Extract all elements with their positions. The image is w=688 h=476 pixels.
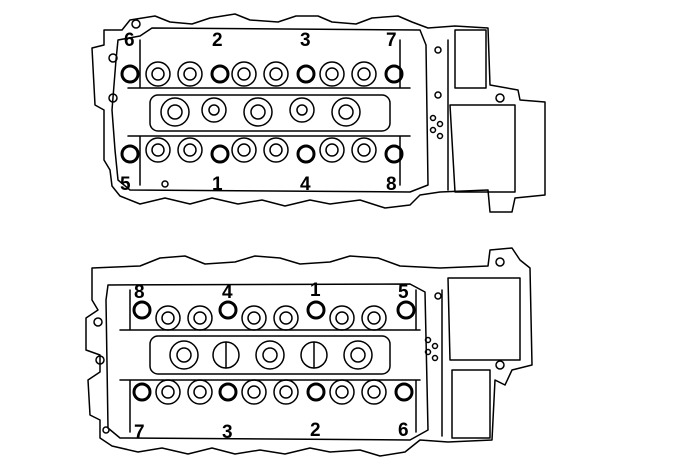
upper-head-valves-bottom <box>145 137 377 163</box>
upper-label-top-4: 7 <box>386 30 397 51</box>
lower-label-bottom-4: 6 <box>398 420 409 441</box>
upper-label-top-3: 3 <box>300 30 311 51</box>
upper-head-journals <box>149 94 391 132</box>
upper-head-outline <box>91 13 546 213</box>
lower-head-valves-bottom <box>155 379 387 405</box>
upper-label-top-1: 6 <box>124 30 135 51</box>
lower-head-housing <box>441 277 521 439</box>
lower-label-top-2: 4 <box>222 282 233 303</box>
lower-cylinder-head: 8 4 1 5 7 3 2 6 <box>85 247 533 457</box>
lower-head-bolts <box>132 300 416 402</box>
lower-label-bottom-2: 3 <box>222 422 233 443</box>
upper-label-bottom-4: 8 <box>386 174 397 195</box>
upper-label-bottom-1: 5 <box>120 174 131 195</box>
upper-label-bottom-3: 4 <box>300 174 311 195</box>
lower-label-bottom-1: 7 <box>134 422 145 443</box>
lower-label-top-3: 1 <box>310 280 321 301</box>
lower-label-top-4: 5 <box>398 282 409 303</box>
upper-head-valves-top <box>145 61 377 87</box>
lower-head-inner-outline <box>105 283 429 441</box>
lower-head-mount-holes <box>93 257 505 434</box>
upper-label-bottom-2: 1 <box>212 174 223 195</box>
lower-label-top-1: 8 <box>134 282 145 303</box>
upper-label-top-2: 2 <box>212 30 223 51</box>
upper-head-rails <box>127 39 411 186</box>
upper-head-mount-holes <box>108 19 505 188</box>
lower-head-outline <box>85 247 533 457</box>
upper-head-housing <box>447 29 516 193</box>
lower-head-journals <box>149 335 391 375</box>
upper-cylinder-head: 6 2 3 7 5 1 4 8 <box>91 13 546 213</box>
upper-head-bolts <box>120 64 404 164</box>
lower-head-rails <box>119 289 421 433</box>
upper-head-inner-outline <box>111 27 429 193</box>
lower-head-valves-top <box>155 305 387 331</box>
lower-label-bottom-3: 2 <box>310 420 321 441</box>
